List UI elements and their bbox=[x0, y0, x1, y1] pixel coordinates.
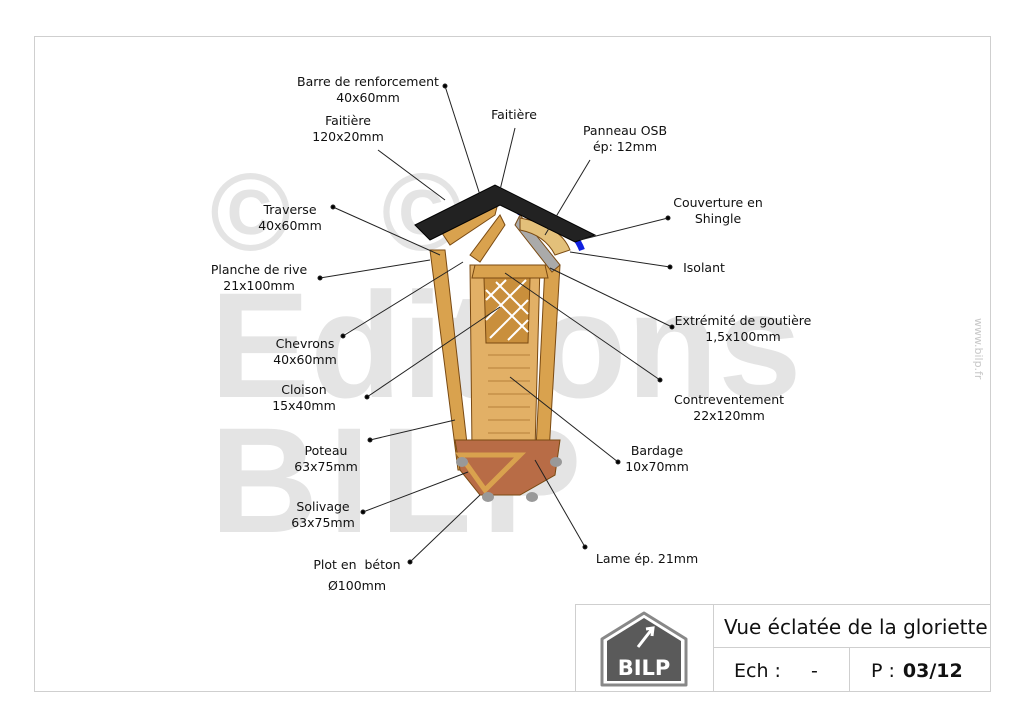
gazebo-structure bbox=[414, 184, 597, 496]
concrete-plots bbox=[456, 457, 562, 502]
label-lame: Lame ép. 21mm bbox=[595, 551, 699, 566]
svg-text:BILP: BILP bbox=[618, 656, 671, 680]
bilp-logo: BILP bbox=[576, 605, 714, 691]
arrow-cursor-icon bbox=[636, 626, 655, 648]
watermark-symbols: © © bbox=[210, 151, 493, 274]
scale-field: Ech :- bbox=[714, 648, 850, 691]
drawing-title: Vue éclatée de la gloriette bbox=[714, 605, 990, 648]
label-faitiere: Faitière bbox=[491, 107, 537, 122]
drawing-frame bbox=[34, 36, 991, 692]
page-number-field: P :03/12 bbox=[871, 660, 963, 682]
label-isolant: Isolant bbox=[683, 260, 725, 275]
title-block: BILP Vue éclatée de la gloriette Ech :- … bbox=[575, 604, 990, 691]
leader-lines bbox=[317, 83, 675, 565]
